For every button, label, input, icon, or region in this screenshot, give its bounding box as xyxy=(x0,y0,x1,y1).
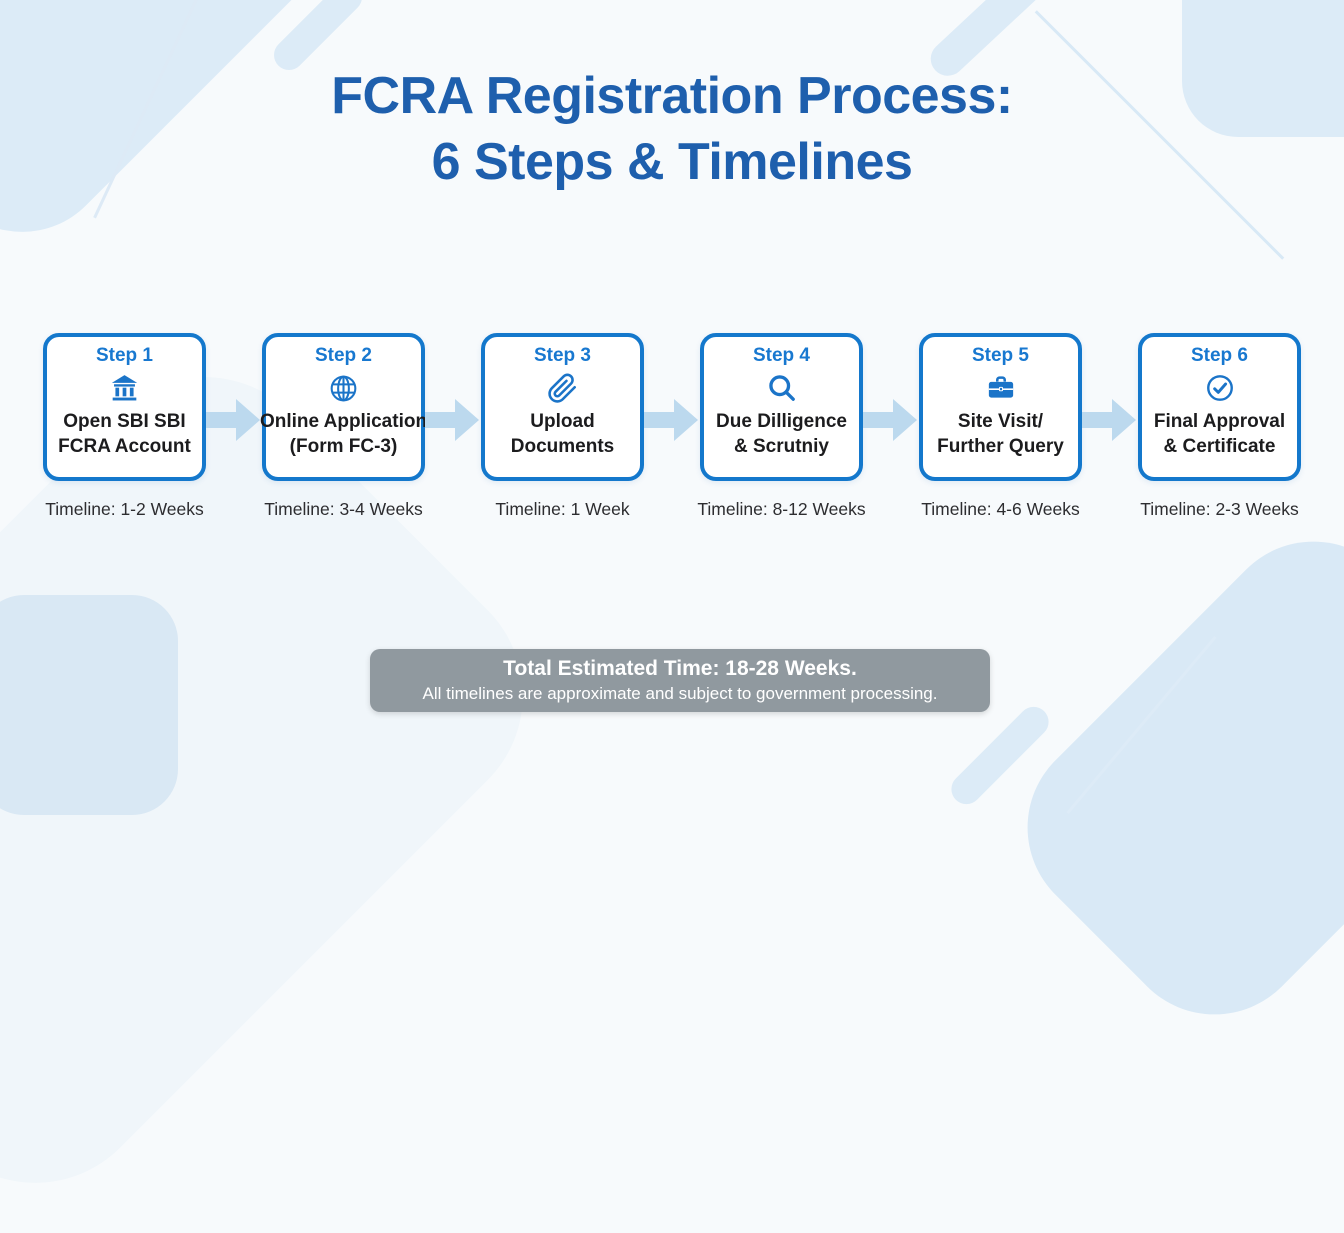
step-4-title-line-1: Due Dilligence xyxy=(716,411,847,432)
step-6-label: Step 6 xyxy=(1190,345,1249,366)
deco-blob-bottom-right xyxy=(988,502,1344,1054)
step-3-title: Upload Documents xyxy=(511,410,614,459)
step-6-title-line-1: Final Approval xyxy=(1153,411,1286,432)
step-1-timeline: Timeline: 1-2 Weeks xyxy=(45,499,204,519)
step-2-timeline: Timeline: 3-4 Weeks xyxy=(264,499,423,519)
paperclip-icon xyxy=(547,370,578,406)
step-6: Step 6 Final Approval & Certificate Time… xyxy=(1138,333,1301,520)
arrow-right-icon xyxy=(425,333,481,481)
step-2-title-line-1: Online Application xyxy=(259,411,428,432)
step-5: Step 5 Site Visit/ Further Query Timelin… xyxy=(919,333,1082,520)
step-6-card: Step 6 Final Approval & Certificate xyxy=(1138,333,1301,481)
total-time-banner: Total Estimated Time: 18-28 Weeks. All t… xyxy=(370,649,990,712)
step-4: Step 4 Due Dilligence & Scrutniy Timelin… xyxy=(697,333,866,520)
step-5-title-line-2: Further Query xyxy=(937,435,1064,457)
arrow-right-icon xyxy=(863,333,919,481)
step-6-title-line-2: & Certificate xyxy=(1163,435,1276,457)
step-1: Step 1 Open SBI SBI FCRA Account Timelin… xyxy=(43,333,206,520)
step-3-title-line-1: Upload xyxy=(530,411,595,432)
bank-icon xyxy=(108,370,141,406)
step-1-title-line-2: FCRA Account xyxy=(58,435,191,457)
check-circle-icon xyxy=(1204,370,1236,406)
deco-blob-bottom-left xyxy=(0,595,178,815)
page-title-line-2: 6 Steps & Timelines xyxy=(431,132,913,191)
page-title: FCRA Registration Process: 6 Steps & Tim… xyxy=(0,64,1344,195)
step-1-title: Open SBI SBI FCRA Account xyxy=(58,410,191,459)
step-5-title-line-1: Site Visit/ xyxy=(957,411,1044,432)
disclaimer-text: All timelines are approximate and subjec… xyxy=(422,684,938,703)
step-4-title: Due Dilligence & Scrutniy xyxy=(716,410,847,459)
step-4-label: Step 4 xyxy=(752,345,811,366)
step-1-title-line-1: Open SBI SBI xyxy=(63,411,186,432)
step-3: Step 3 Upload Documents Timeline: 1 Week xyxy=(481,333,644,520)
step-4-title-line-2: & Scrutniy xyxy=(733,435,829,457)
step-4-timeline: Timeline: 8-12 Weeks xyxy=(697,499,866,519)
arrow-right-icon xyxy=(206,333,262,481)
step-2-card: Step 2 Online Application (Form FC-3) xyxy=(260,333,427,481)
step-1-label: Step 1 xyxy=(95,345,154,366)
step-5-card: Step 5 Site Visit/ Further Query xyxy=(919,333,1082,481)
step-2-title-line-2: (Form FC-3) xyxy=(289,435,398,457)
step-2-title: Online Application (Form FC-3) xyxy=(260,410,427,459)
step-5-label: Step 5 xyxy=(971,345,1030,366)
globe-icon xyxy=(327,370,360,406)
step-3-timeline: Timeline: 1 Week xyxy=(495,499,630,519)
step-5-timeline: Timeline: 4-6 Weeks xyxy=(921,499,1080,519)
step-6-title: Final Approval & Certificate xyxy=(1154,410,1285,459)
step-2: Step 2 Online Application (Form FC-3) Ti… xyxy=(260,333,427,520)
step-5-title: Site Visit/ Further Query xyxy=(937,410,1064,459)
step-6-timeline: Timeline: 2-3 Weeks xyxy=(1140,499,1299,519)
arrow-right-icon xyxy=(644,333,700,481)
arrow-right-icon xyxy=(1082,333,1138,481)
step-2-label: Step 2 xyxy=(314,345,373,366)
step-3-card: Step 3 Upload Documents xyxy=(481,333,644,481)
step-4-card: Step 4 Due Dilligence & Scrutniy xyxy=(700,333,863,481)
step-3-label: Step 3 xyxy=(533,345,592,366)
total-time-text: Total Estimated Time: 18-28 Weeks. xyxy=(503,657,857,680)
steps-flow: Step 1 Open SBI SBI FCRA Account Timelin… xyxy=(43,333,1301,520)
magnifier-icon xyxy=(766,370,798,406)
page-title-line-1: FCRA Registration Process: xyxy=(331,67,1013,125)
deco-blob-top-right xyxy=(1182,0,1344,137)
step-3-title-line-2: Documents xyxy=(510,435,615,457)
step-1-card: Step 1 Open SBI SBI FCRA Account xyxy=(43,333,206,481)
briefcase-icon xyxy=(985,370,1017,406)
